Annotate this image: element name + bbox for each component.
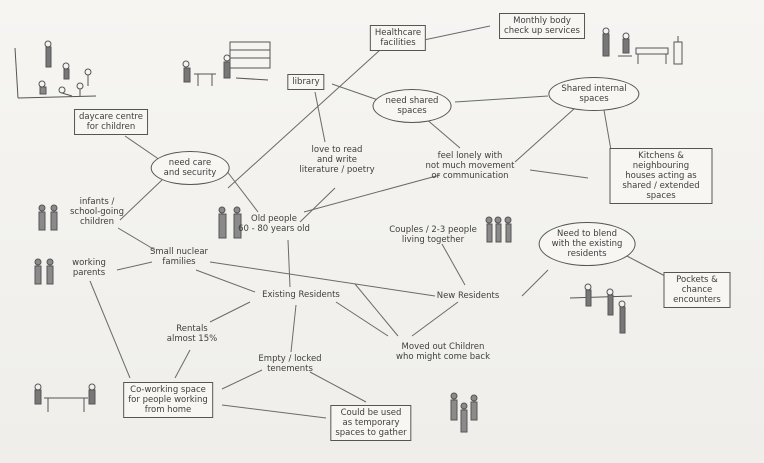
node-shared-internal-spaces: Shared internal spaces xyxy=(548,77,640,111)
line-working-coworking xyxy=(89,280,131,379)
node-daycare: daycare centre for children xyxy=(74,109,148,135)
node-new-residents: New Residents xyxy=(436,291,500,301)
line-healthcare-oldpeople xyxy=(227,49,381,189)
node-need-care-security: need care and security xyxy=(150,151,230,185)
line-coworking-temporary xyxy=(221,404,327,419)
children-figures-icon xyxy=(38,204,58,231)
node-working-parents: working parents xyxy=(72,258,106,278)
node-couples: Couples / 2-3 people living together xyxy=(389,225,477,245)
line-library-loveread xyxy=(314,91,326,143)
line-sharedinternal-lonely xyxy=(514,107,576,163)
node-healthcare: Healthcare facilities xyxy=(369,25,427,51)
line-needcare-oldpeople xyxy=(225,169,259,213)
old-people-figures-icon xyxy=(218,206,242,239)
line-oldpeople-lonely xyxy=(303,174,441,213)
node-existing-residents: Existing Residents xyxy=(262,290,340,300)
node-infants: infants / school-going children xyxy=(69,197,125,227)
line-smallnuclear-new xyxy=(209,261,436,297)
node-moved-out-children: Moved out Children who might come back xyxy=(396,342,490,362)
node-rentals: Rentals almost 15% xyxy=(166,324,218,344)
node-pockets-encounters: Pockets & chance encounters xyxy=(663,272,731,308)
line-infants-smallnuclear xyxy=(117,227,156,251)
line-daycare-needcare xyxy=(124,135,161,161)
line-new-needblend xyxy=(521,269,549,297)
line-empty-coworking xyxy=(221,369,263,390)
line-needshared-lonely xyxy=(424,117,461,149)
line-oldpeople-existing xyxy=(287,239,291,288)
line-lonely-kitchens xyxy=(529,169,589,179)
gathering-figures-icon xyxy=(450,392,478,433)
node-library: library xyxy=(287,74,325,90)
line-needshared-sharedinternal xyxy=(454,95,549,103)
node-small-nuclear-families: Small nuclear families xyxy=(149,247,209,267)
people-encounters-sketch-icon xyxy=(569,283,633,334)
line-movedout-oldpeople xyxy=(354,283,399,337)
node-empty-tenements: Empty / locked tenements xyxy=(258,354,322,374)
line-empty-temporary xyxy=(309,371,367,403)
node-need-to-blend: Need to blend with the existing resident… xyxy=(538,222,636,266)
line-library-needshared xyxy=(331,83,379,101)
clinic-checkup-sketch-icon xyxy=(602,27,683,65)
line-new-movedout xyxy=(411,301,459,337)
line-rentals-coworking xyxy=(174,349,191,379)
node-monthly-checkup: Monthly body check up services xyxy=(499,13,585,39)
line-oldpeople-loveread xyxy=(299,187,336,223)
node-feel-lonely: feel lonely with not much movement or co… xyxy=(425,151,515,181)
line-couples-new xyxy=(441,243,466,286)
node-old-people: Old people 60 - 80 years old xyxy=(238,214,310,234)
node-love-to-read: love to read and write literature / poet… xyxy=(299,145,375,175)
node-need-shared-spaces: need shared spaces xyxy=(372,89,452,123)
line-smallnuclear-existing xyxy=(195,269,256,293)
line-existing-empty xyxy=(290,304,297,353)
parents-figures-icon xyxy=(34,258,54,285)
line-existing-rentals xyxy=(209,301,251,323)
node-coworking-space: Co-working space for people working from… xyxy=(123,382,213,418)
children-playing-sketch-icon xyxy=(14,40,97,99)
line-working-smallnuclear xyxy=(116,261,153,271)
line-needblend-pockets xyxy=(624,254,666,277)
couple-figures-icon xyxy=(485,216,512,243)
node-kitchens: Kitchens & neighbouring houses acting as… xyxy=(609,148,713,204)
line-infants-needcare xyxy=(119,179,163,221)
node-temporary-spaces: Could be used as temporary spaces to gat… xyxy=(330,405,412,441)
line-existing-movedout xyxy=(335,301,389,337)
reading-room-sketch-icon xyxy=(182,41,271,86)
coworking-desk-sketch-icon xyxy=(34,383,96,412)
